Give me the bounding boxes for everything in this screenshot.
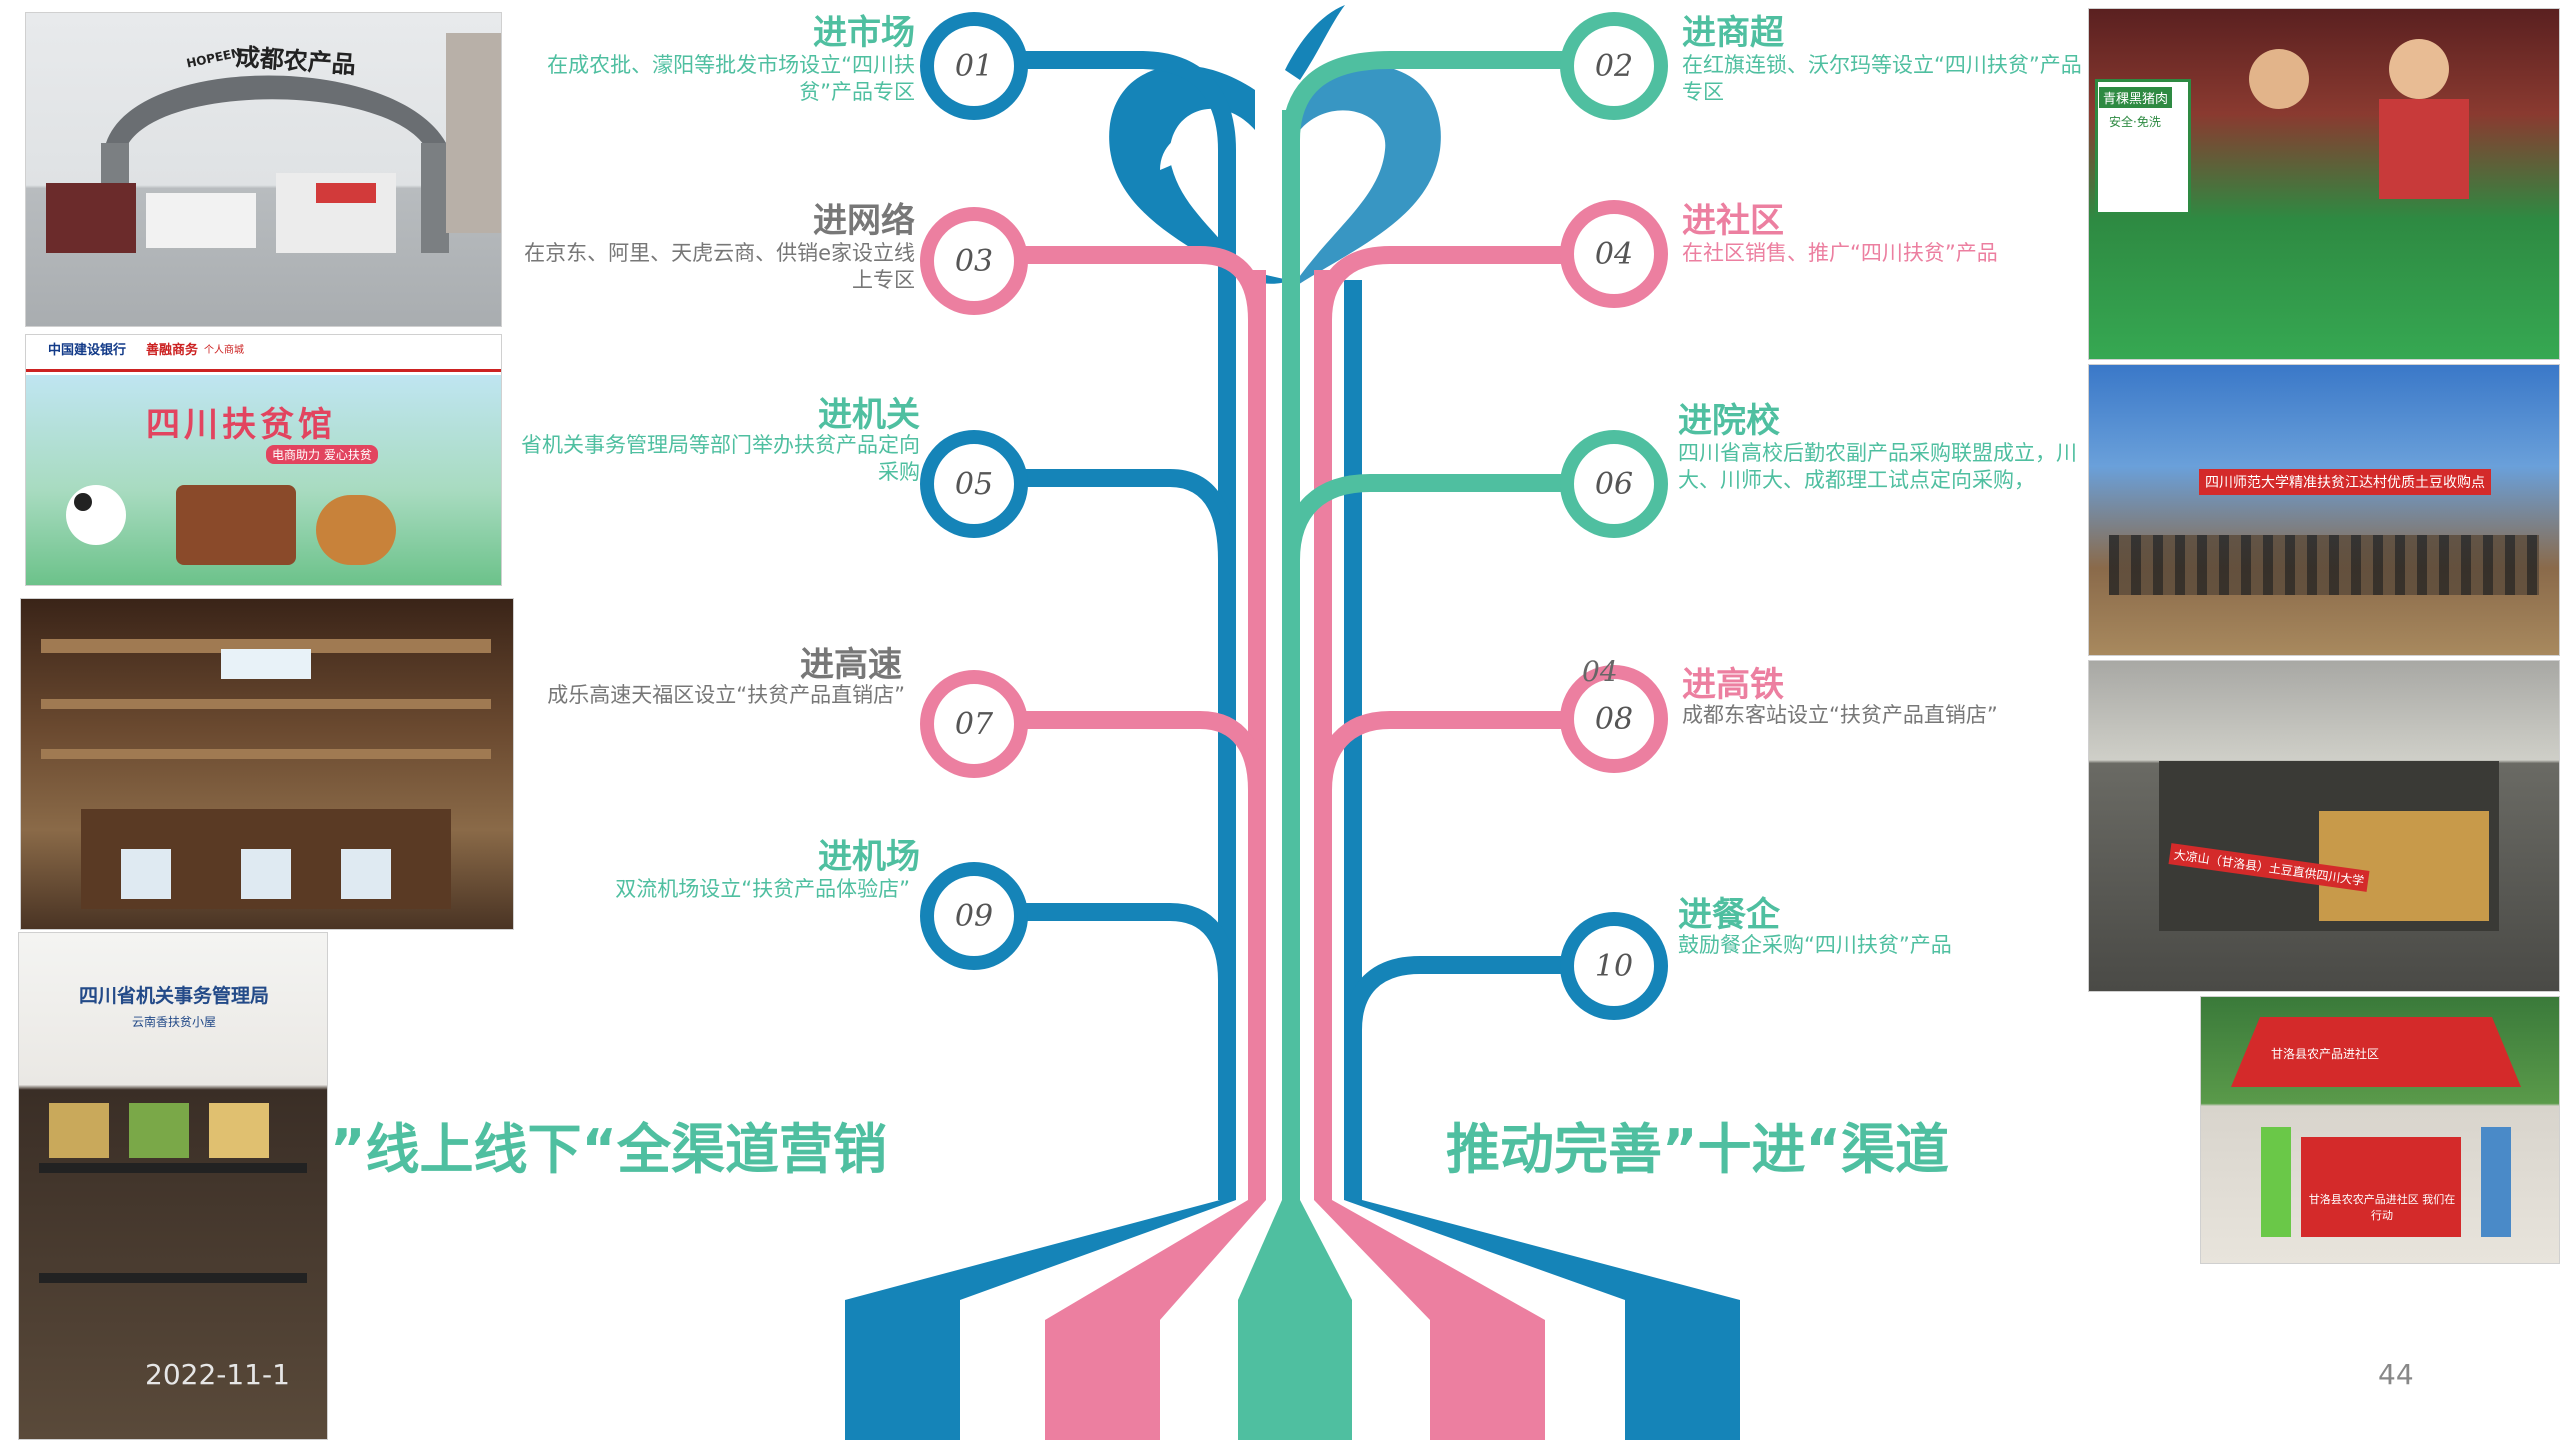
photo-gov-office-shop: 四川省机关事务管理局 云南香扶贫小屋 (18, 932, 328, 1440)
node-08-title: 进高铁 (1682, 665, 1784, 705)
node-02-desc: 在红旗连锁、沃尔玛等设立“四川扶贫”产品专区 (1682, 53, 2082, 104)
photo-university: 四川师范大学精准扶贫江达村优质土豆收购点 (2088, 364, 2560, 656)
photo-market-gate: HOPEEN 成都农产品 (25, 12, 502, 327)
node-04-number: 04 (1560, 200, 1668, 308)
office-sub: 云南香扶贫小屋 (131, 1015, 216, 1029)
node-04-title: 进社区 (1682, 201, 1784, 241)
university-banner: 四川师范大学精准扶贫江达村优质土豆收购点 (2199, 469, 2491, 495)
tent-banner: 甘洛县农农产品进社区 我们在行动 (2308, 1193, 2456, 1222)
slogan-left: ”线上线下“全渠道营销 (330, 1118, 887, 1181)
photo-truck-delivery: 大凉山（甘洛县）土豆直供四川大学 (2088, 660, 2560, 992)
node-03-title: 进网络 (813, 201, 915, 241)
node-08-number: 08 (1560, 665, 1668, 773)
node-09-number: 09 (920, 862, 1028, 970)
slide-date: 2022-11-1 (145, 1358, 290, 1391)
pavilion-title: 四川扶贫馆 (146, 405, 336, 445)
sichuan-poverty-logo (1109, 5, 1441, 290)
node-01-number: 01 (920, 12, 1028, 120)
node-10-title: 进餐企 (1678, 895, 1780, 935)
photo-highway-store (20, 598, 514, 930)
node-07-desc: 成乐高速天福区设立“扶贫产品直销店” (547, 683, 905, 707)
node-05-title: 进机关 (818, 395, 920, 435)
node-06-number: 06 (1560, 430, 1668, 538)
node-01-title: 进市场 (813, 13, 915, 53)
bank-shop-sub: 个人商城 (204, 345, 244, 356)
node-09-desc: 双流机场设立“扶贫产品体验店” (615, 877, 910, 901)
supermarket-sign2: 安全·免洗 (2109, 115, 2161, 129)
node-08-desc: 成都东客站设立“扶贫产品直销店” (1682, 703, 1998, 727)
photo-bank-pavilion: 中国建设银行 善融商务 个人商城 四川扶贫馆 电商助力 爱心扶贫 (25, 334, 502, 586)
node-06-title: 进院校 (1678, 401, 1780, 441)
node-02-title: 进商超 (1682, 13, 1784, 53)
node-05-desc: 省机关事务管理局等部门举办扶贫产品定向采购 (521, 433, 920, 484)
node-02-number: 02 (1560, 12, 1668, 120)
photo-community-tent: 甘洛县农产品进社区 甘洛县农农产品进社区 我们在行动 (2200, 996, 2560, 1264)
pavilion-sub: 电商助力 爱心扶贫 (266, 445, 378, 464)
tent-top: 甘洛县农产品进社区 (2271, 1047, 2380, 1061)
bank-header: 中国建设银行 (48, 343, 127, 358)
node-06-desc: 四川省高校后勤农副产品采购联盟成立，川大、川师大、成都理工试点定向采购， (1678, 441, 2077, 492)
node-08-ghost-number: 04 (1582, 655, 1618, 688)
node-03-desc: 在京东、阿里、天虎云商、供销e家设立线上专区 (524, 241, 915, 292)
node-10-number: 10 (1560, 912, 1668, 1020)
bank-shop: 善融商务 (146, 343, 199, 358)
node-04-desc: 在社区销售、推广“四川扶贫”产品 (1682, 241, 1998, 265)
office-title: 四川省机关事务管理局 (78, 985, 269, 1007)
node-10-desc: 鼓励餐企采购“四川扶贫”产品 (1678, 933, 1952, 957)
node-07-number: 07 (920, 670, 1028, 778)
node-09-title: 进机场 (818, 837, 920, 877)
node-03-number: 03 (920, 207, 1028, 315)
supermarket-sign: 青稞黑猪肉 (2099, 87, 2173, 108)
node-07-title: 进高速 (800, 645, 902, 685)
page-number: 44 (2378, 1358, 2414, 1391)
node-05-number: 05 (920, 430, 1028, 538)
node-01-desc: 在成农批、濛阳等批发市场设立“四川扶贫”产品专区 (547, 53, 915, 104)
photo-supermarket: 青稞黑猪肉 安全·免洗 (2088, 8, 2560, 360)
slogan-right: 推动完善”十进“渠道 (1446, 1118, 1949, 1181)
